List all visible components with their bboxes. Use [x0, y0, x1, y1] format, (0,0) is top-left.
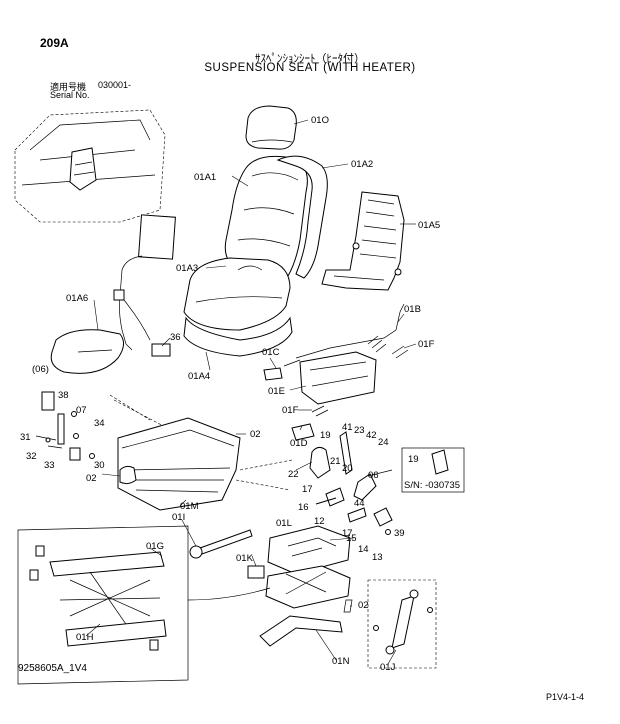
callout-36: 36 — [170, 332, 181, 343]
adjust-lever-links — [309, 431, 393, 535]
callout-06: 06 — [368, 470, 379, 481]
callout-44: 44 — [354, 498, 365, 509]
callout-38: 38 — [58, 390, 69, 401]
serial-value: 030001- — [98, 80, 132, 90]
callout-12: 12 — [314, 516, 325, 527]
callout-30: 30 — [94, 460, 105, 471]
scissor-base — [265, 525, 351, 609]
callout-01a5: 01A5 — [418, 220, 440, 231]
callout-39: 39 — [394, 528, 405, 539]
callout-01i: 01I — [172, 512, 185, 523]
page-code: 209A — [40, 36, 69, 50]
callout-01h: 01H — [76, 632, 94, 643]
callout-01a4: 01A4 — [188, 371, 210, 382]
callout-01k: 01K — [236, 553, 254, 564]
callout-06-parenthesized: (06) — [32, 364, 49, 375]
callout-01d: 01D — [290, 438, 308, 449]
title-english: SUSPENSION SEAT (WITH HEATER) — [204, 62, 416, 74]
callout-15: 15 — [346, 533, 357, 544]
callout-24: 24 — [378, 437, 389, 448]
callout-01f-upper: 01F — [418, 339, 435, 350]
heater-pad-harness — [50, 214, 176, 374]
serial-label-japanese: 適用号機 — [50, 82, 87, 92]
callout-41: 41 — [342, 422, 353, 433]
callout-19: 19 — [320, 430, 331, 441]
callout-20: 20 — [342, 463, 353, 474]
callout-01g: 01G — [146, 541, 164, 552]
callout-01n: 01N — [332, 656, 350, 667]
callout-01c: 01C — [262, 347, 280, 358]
callout-23: 23 — [354, 425, 365, 436]
callout-01l: 01L — [276, 518, 292, 529]
left-hardware — [35, 391, 95, 461]
callout-22: 22 — [288, 469, 299, 480]
callout-01a1: 01A1 — [194, 172, 216, 183]
callout-01a2: 01A2 — [351, 159, 373, 170]
callout-42: 42 — [366, 430, 377, 441]
callout-02-mid: 02 — [250, 429, 261, 440]
callout-01e: 01E — [268, 386, 285, 397]
callout-01a6: 01A6 — [66, 293, 88, 304]
seat-frame — [321, 191, 405, 291]
callout-31: 31 — [20, 432, 31, 443]
callout-13: 13 — [372, 552, 383, 563]
callout-02-right: 02 — [358, 600, 369, 611]
callout-21: 21 — [330, 456, 341, 467]
callout-01m: 01M — [180, 501, 199, 512]
callout-01o: 01O — [311, 115, 329, 126]
headrest — [245, 105, 297, 150]
callout-01b: 01B — [404, 304, 421, 315]
callout-01a3: 01A3 — [176, 263, 198, 274]
callout-32: 32 — [26, 451, 37, 462]
shock-absorber — [367, 579, 437, 669]
seat-cushion — [183, 257, 293, 357]
leader-lines — [85, 119, 417, 665]
scissor-frame-inset — [17, 525, 271, 685]
title-japanese: ｻｽﾍﾟﾝｼｮﾝｼｰﾄ（ﾋｰﾀ付） — [255, 53, 365, 65]
serial-label-english: Serial No. — [50, 90, 90, 100]
callout-labels: 01O 01A2 01A1 01A5 01A3 01A6 36 01A4 01B… — [20, 115, 460, 673]
inset-part-19 — [401, 447, 465, 493]
callout-34: 34 — [94, 418, 105, 429]
callout-17-upper: 17 — [302, 484, 313, 495]
callout-14: 14 — [358, 544, 369, 555]
callout-17-lower: 17 — [342, 528, 353, 539]
inset-serial-note: S/N: -030735 — [404, 480, 460, 491]
suspension-base — [109, 394, 293, 511]
drawing-number: 9258605A_1V4 — [18, 663, 87, 674]
handle-bar — [259, 599, 353, 647]
callout-02-left: 02 — [86, 473, 97, 484]
callout-16: 16 — [298, 502, 309, 513]
callout-01j: 01J — [380, 662, 396, 673]
cab-locator-drawing — [14, 109, 166, 223]
callout-07: 07 — [76, 405, 87, 416]
callout-01f-lower: 01F — [282, 405, 299, 416]
backrest-cover — [276, 155, 328, 279]
slide-rail-assembly — [263, 303, 409, 441]
rod-and-damper-parts — [189, 529, 265, 579]
page-reference: P1V4-1-4 — [546, 692, 585, 702]
callout-33: 33 — [44, 460, 55, 471]
inset-part-label: 19 — [408, 454, 419, 465]
